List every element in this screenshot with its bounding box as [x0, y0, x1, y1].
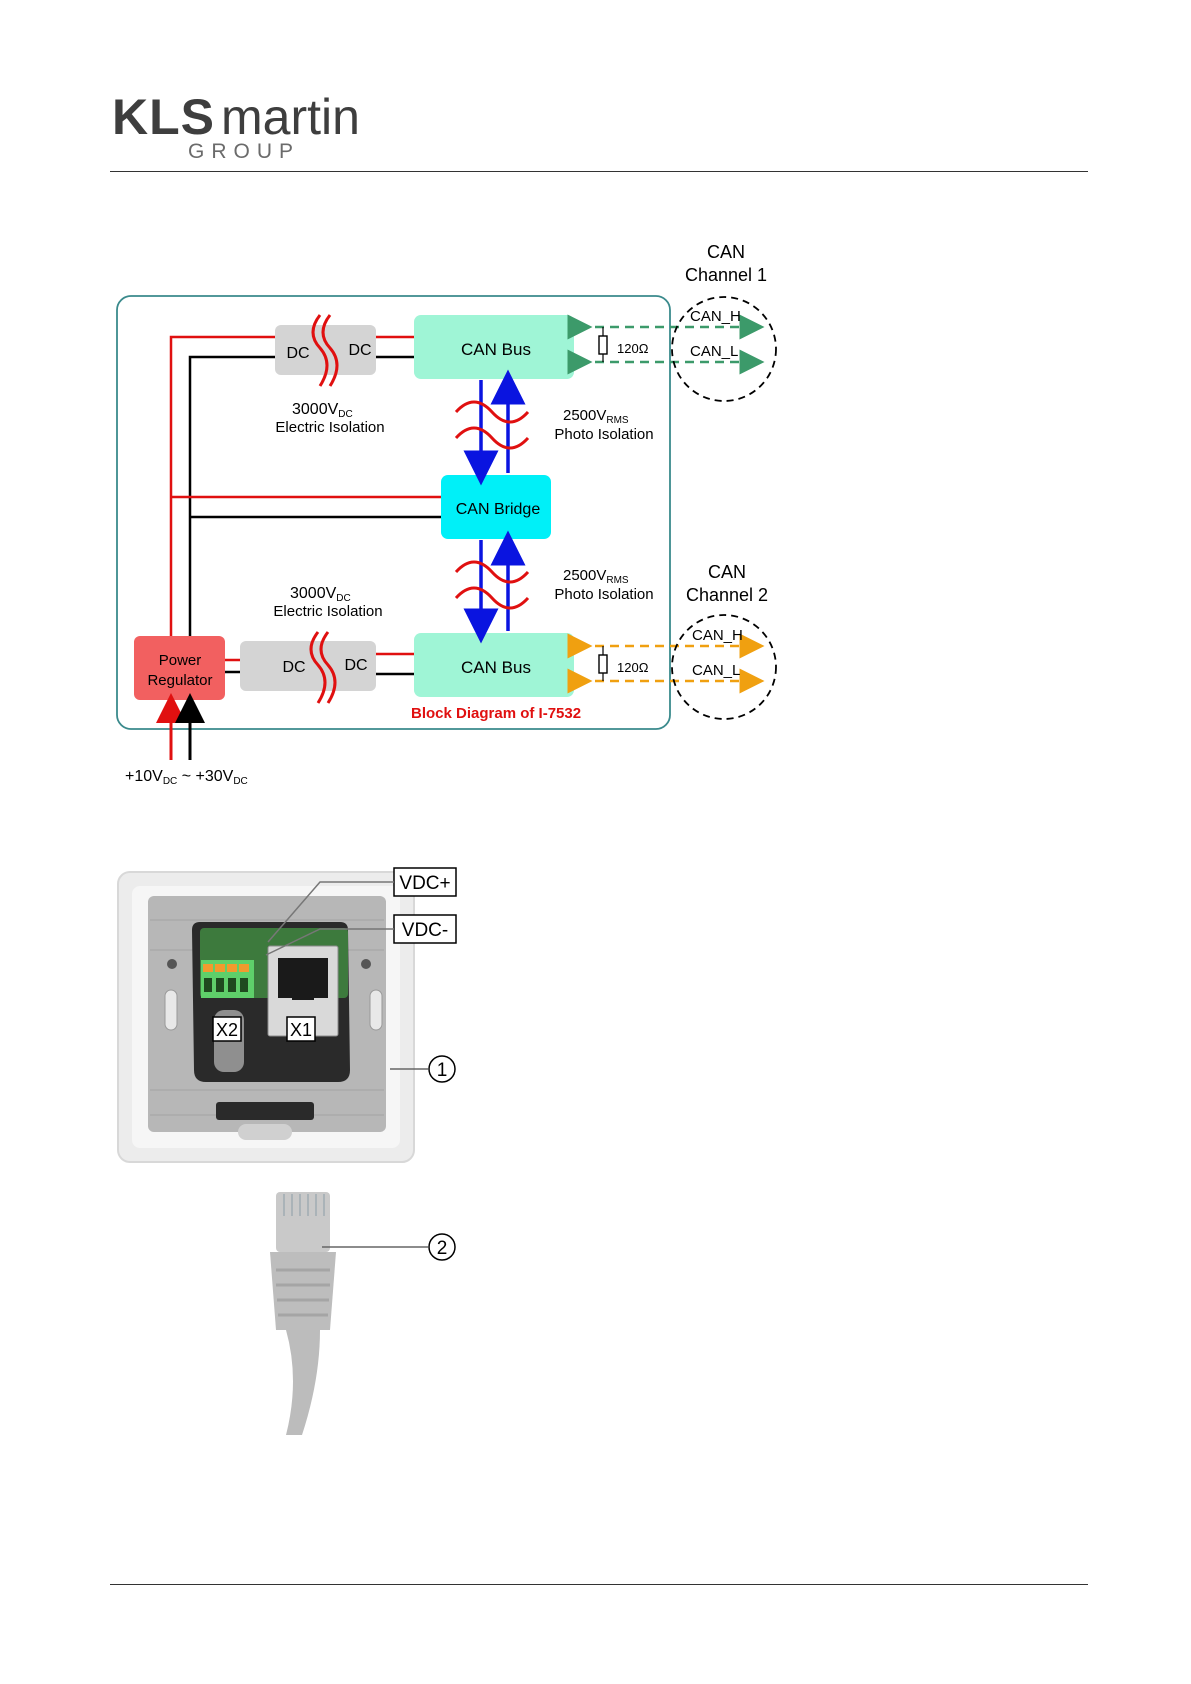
photo-isolation-label-bottom: Photo Isolation: [554, 586, 653, 603]
resistor-label-top: 120Ω: [617, 341, 649, 356]
device-photo-illustration: X2 X1 VDC+ VDC- 1 2: [0, 860, 1191, 1440]
photo-isolation-squiggle-bottom: [456, 562, 528, 608]
can-channel1-title-1: CAN: [707, 242, 745, 262]
can-bridge-label: CAN Bridge: [456, 501, 541, 518]
electric-isolation-label-top: Electric Isolation: [275, 419, 384, 436]
dc-right-top: DC: [348, 342, 371, 359]
footer-rule: [110, 1584, 1088, 1585]
electric-isolation-voltage-bottom: 3000VDC: [290, 585, 351, 604]
photo-isolation-squiggle-top: [456, 402, 528, 448]
can-bus-bottom-label: CAN Bus: [461, 658, 531, 677]
can-channel2-l: CAN_L: [692, 662, 740, 679]
power-regulator-line1: Power: [159, 652, 202, 669]
can-channel1-l: CAN_L: [690, 343, 738, 360]
label-vdc-minus: VDC-: [402, 920, 448, 941]
dc-right-bottom: DC: [344, 657, 367, 674]
resistor-label-bottom: 120Ω: [617, 660, 649, 675]
can-bus-top-label: CAN Bus: [461, 340, 531, 359]
power-regulator-line2: Regulator: [147, 672, 212, 689]
can-channel2-title-1: CAN: [708, 562, 746, 582]
label-x2: X2: [216, 1020, 238, 1040]
callout-1: 1: [437, 1060, 448, 1081]
can-channel2-h: CAN_H: [692, 627, 743, 644]
supply-voltage-label: +10VDC ~ +30VDC: [125, 768, 248, 787]
dc-left-bottom: DC: [282, 659, 305, 676]
label-vdc-plus: VDC+: [399, 873, 450, 894]
can-channel1-h: CAN_H: [690, 308, 741, 325]
diagram-title: Block Diagram of I-7532: [411, 705, 581, 722]
electric-isolation-label-bottom: Electric Isolation: [273, 603, 382, 620]
block-diagram: DC DC DC DC CAN Bus CAN Bus CAN Bridge P…: [0, 0, 1191, 800]
label-x1: X1: [290, 1020, 312, 1040]
can-channel1-title-2: Channel 1: [685, 265, 767, 285]
can-channel2-title-2: Channel 2: [686, 585, 768, 605]
photo-isolation-voltage-top: 2500VRMS: [563, 407, 629, 426]
callout-2: 2: [437, 1238, 448, 1259]
dc-left-top: DC: [286, 345, 309, 362]
photo-isolation-voltage-bottom: 2500VRMS: [563, 567, 629, 586]
electric-isolation-voltage-top: 3000VDC: [292, 401, 353, 420]
photo-isolation-label-top: Photo Isolation: [554, 426, 653, 443]
